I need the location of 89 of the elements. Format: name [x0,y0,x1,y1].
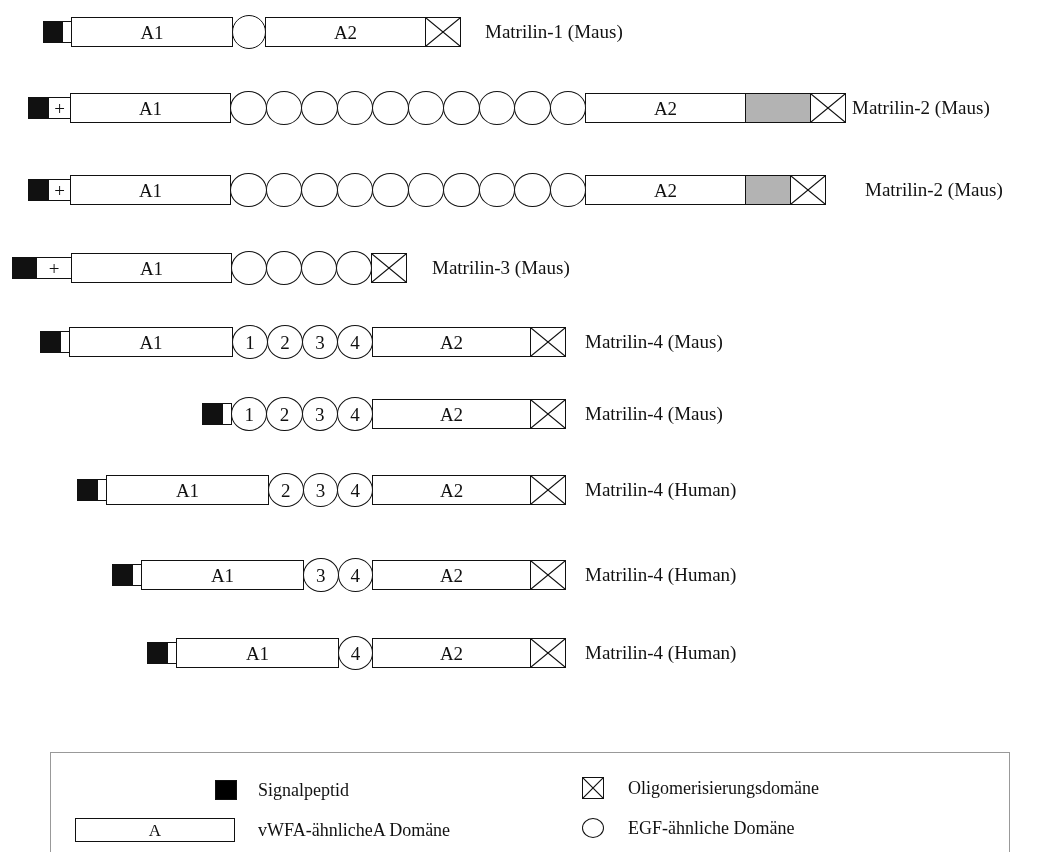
shaded-segment [745,93,811,123]
signal-peptide-block [40,331,70,353]
egf-domain-circle [372,91,409,125]
numbered-egf-circle: 3 [302,473,339,507]
oligomerization-box [530,475,567,505]
vwfa-domain-box: A2 [372,327,531,357]
egf-domain-circle [549,91,586,125]
vwfa-domain-box: A1 [70,93,231,123]
protein-label: Matrilin-4 (Maus) [585,403,723,425]
legend-text: EGF-ähnliche Domäne [628,817,795,839]
protein-label: Matrilin-2 (Maus) [865,179,1003,201]
egf-domain-circle [407,173,444,207]
numbered-egf-circle: 4 [337,325,373,359]
protein-label: Matrilin-4 (Human) [585,479,737,501]
egf-domain-circle [549,173,586,207]
vwfa-domain-box: A2 [585,175,746,205]
egf-domain-circle [265,173,302,207]
numbered-egf-circle: 1 [231,397,268,431]
egf-domain-circle [231,251,267,285]
egf-domain-circle [336,91,373,125]
vwfa-domain-box: A1 [70,175,231,205]
egf-domain-circle [407,91,444,125]
egf-domain-circle [372,173,409,207]
vwfa-domain-box: A2 [372,638,531,668]
signal-peptide-block [12,257,37,279]
protein-label: Matrilin-4 (Human) [585,564,737,586]
signal-peptide-block [43,21,72,43]
vwfa-domain-box: A1 [71,17,233,47]
vwfa-domain-box: A1 [141,560,304,590]
numbered-egf-circle: 3 [302,325,338,359]
egf-domain-circle [336,173,373,207]
vwfa-domain-box: A1 [71,253,232,283]
shaded-segment [745,175,791,205]
egf-domain-circle [230,173,267,207]
egf-domain-circle [514,173,551,207]
vwfa-domain-box: A1 [69,327,233,357]
egf-domain-circle [232,15,266,49]
oligomerization-box [810,93,846,123]
signal-peptide-block [112,564,142,586]
signal-peptide-block [147,642,177,664]
oligomerization-box [530,327,566,357]
egf-domain-circle [478,91,515,125]
egf-domain-circle [265,91,302,125]
egf-domain-circle [443,173,480,207]
egf-domain-circle [230,91,267,125]
egf-domain-circle [266,251,302,285]
numbered-egf-circle: 2 [268,473,304,507]
numbered-egf-circle: 3 [303,558,339,592]
oligomerization-box [530,638,566,668]
vwfa-domain-box: A2 [265,17,426,47]
vwfa-domain-box: A2 [372,399,531,429]
numbered-egf-circle: 4 [337,558,373,592]
protein-label: Matrilin-4 (Maus) [585,331,723,353]
egf-domain-circle [301,173,338,207]
egf-domain-circle [301,251,337,285]
protein-label: Matrilin-3 (Maus) [432,257,570,279]
legend-text: Signalpeptid [258,779,349,801]
egf-domain-circle [301,91,338,125]
legend-text: vWFA-ähnlicheA Domäne [258,819,451,841]
protein-label: Matrilin-1 (Maus) [485,21,623,43]
vwfa-domain-box: A2 [372,560,531,590]
protein-label: Matrilin-2 (Maus) [852,97,990,119]
oligomerization-box [425,17,461,47]
signal-peptide-block [202,403,232,425]
numbered-egf-circle: 3 [301,397,338,431]
egf-domain-circle [443,91,480,125]
numbered-egf-circle: 4 [337,473,374,507]
oligomerization-box [371,253,407,283]
oligomerization-box [530,560,566,590]
numbered-egf-circle: 2 [266,397,303,431]
vwfa-domain-box: A2 [372,475,532,505]
numbered-egf-circle: 1 [232,325,268,359]
vwfa-domain-swatch: A [75,818,235,842]
vwfa-domain-box: A1 [176,638,339,668]
signal-peptide-block [77,479,107,501]
signal-peptide-block [28,179,49,201]
signal-peptide-block [28,97,49,119]
egf-domain-circle [336,251,372,285]
legend-text: Oligomerisierungsdomäne [628,777,819,799]
oligomerization-box [530,399,566,429]
vwfa-domain-box: A2 [585,93,746,123]
egf-domain-circle [478,173,515,207]
numbered-egf-circle: 4 [338,636,373,670]
numbered-egf-circle: 4 [336,397,373,431]
egf-domain-circle [514,91,551,125]
vwfa-domain-box: A1 [106,475,269,505]
numbered-egf-circle: 2 [267,325,303,359]
oligomerization-box [790,175,826,205]
protein-label: Matrilin-4 (Human) [585,642,737,664]
